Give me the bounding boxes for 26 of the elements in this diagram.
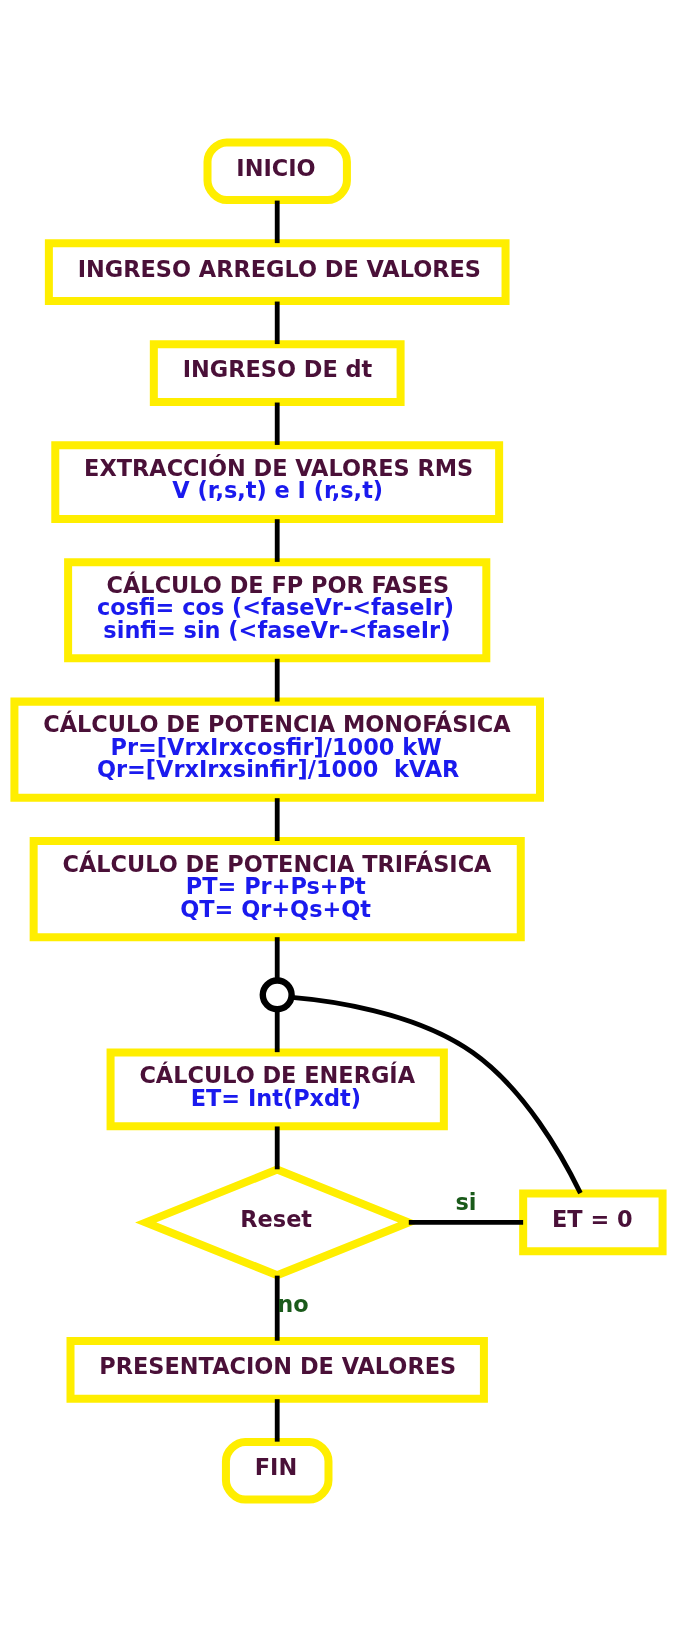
node-box: EXTRACCIÓN DE VALORES RMS V (r,s,t) e I (r,s,t) xyxy=(51,440,504,523)
edge-label: si xyxy=(455,1188,477,1215)
connector xyxy=(274,1009,280,1052)
node-box: ET = 0 xyxy=(519,1189,667,1255)
connector xyxy=(274,936,280,980)
node-box: CÁLCULO DE FP POR FASES cosfi= cos (<faseVr-<faseIr) sinfi= sin (<faseVr-<faseIr) xyxy=(64,557,491,662)
connector xyxy=(274,1398,280,1442)
node-box: INGRESO ARREGLO DE VALORES xyxy=(44,238,510,305)
connector xyxy=(274,200,280,243)
connector xyxy=(274,797,280,841)
connector xyxy=(274,402,280,445)
connector xyxy=(291,994,583,1194)
node-box: FIN xyxy=(221,1437,333,1504)
connector xyxy=(274,658,280,702)
node-circle xyxy=(259,976,295,1012)
node-box: INGRESO DE dt xyxy=(149,339,405,406)
connector xyxy=(274,1275,280,1341)
connector xyxy=(274,301,280,344)
node-box: CÁLCULO DE POTENCIA TRIFÁSICA PT= Pr+Ps+Pt QT= Qr+Qs+Qt xyxy=(29,836,525,941)
node-box: CÁLCULO DE POTENCIA MONOFÁSICA Pr=[VrxIrxcosfir]/1000 kW Qr=[VrxIrxsinfir]/1000 kVAR xyxy=(10,697,544,802)
node-box: CÁLCULO DE ENERGÍA ET= Int(Pxdt) xyxy=(106,1048,448,1130)
connector xyxy=(408,1219,524,1225)
connector xyxy=(274,518,280,562)
connector xyxy=(274,1125,280,1169)
node-box: INICIO xyxy=(203,137,351,204)
node-box: PRESENTACION DE VALORES xyxy=(66,1336,488,1403)
